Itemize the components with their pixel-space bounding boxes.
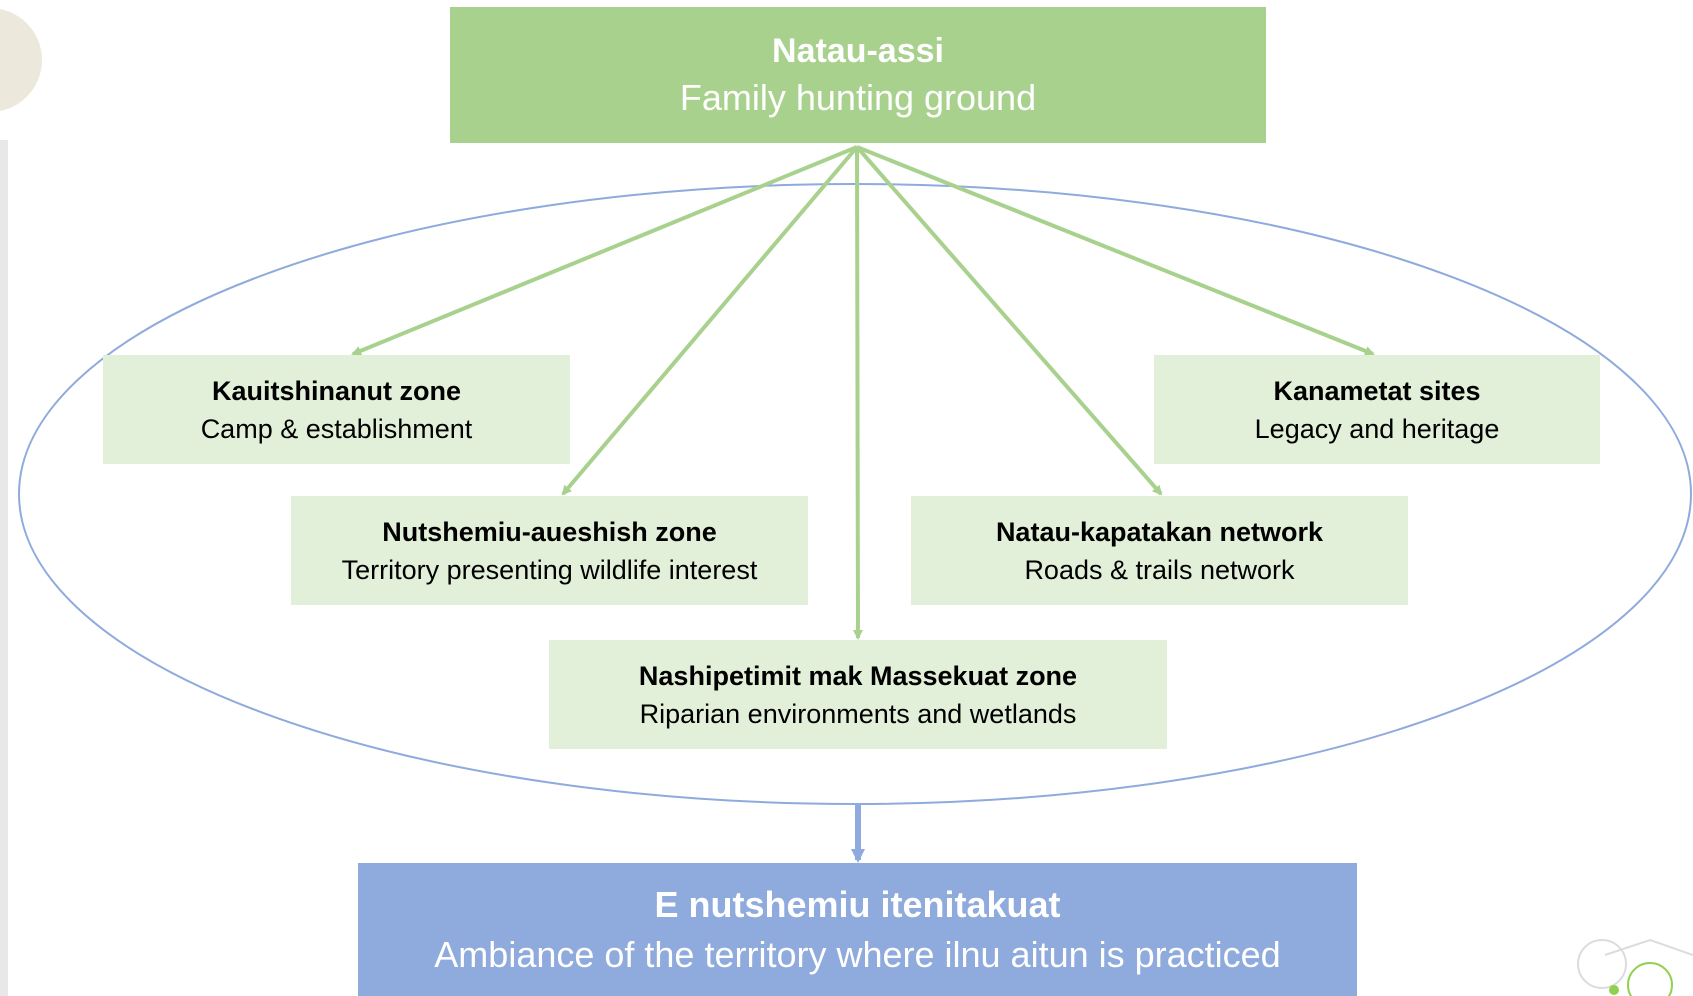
decorative-left-bar xyxy=(0,140,8,996)
zone-subtitle: Legacy and heritage xyxy=(1254,413,1500,444)
kauitshinanut-zone-box: Kauitshinanut zone Camp & establishment xyxy=(103,355,570,464)
zone-title: Nutshemiu-aueshish zone xyxy=(382,516,717,547)
bottom-subtitle: Ambiance of the territory where ilnu ait… xyxy=(434,933,1281,975)
zone-title: Kanametat sites xyxy=(1273,375,1481,406)
arrow-to-natau-kapatakan xyxy=(855,145,1163,496)
natau-assi-title: Natau-assi xyxy=(772,32,944,70)
kanametat-sites-box: Kanametat sites Legacy and heritage xyxy=(1154,355,1600,464)
zone-subtitle: Camp & establishment xyxy=(200,413,473,444)
arrow-to-kauitshinanut xyxy=(351,145,858,356)
arrow-to-nutshemiu-aueshish xyxy=(561,145,859,496)
e-nutshemiu-itenitakuat-box: E nutshemiu itenitakuat Ambiance of the … xyxy=(358,863,1357,996)
natau-kapatakan-network-box: Natau-kapatakan network Roads & trails n… xyxy=(911,496,1408,605)
natau-assi-subtitle: Family hunting ground xyxy=(679,77,1037,118)
zone-title: Natau-kapatakan network xyxy=(995,516,1324,547)
zone-subtitle: Roads & trails network xyxy=(1024,554,1295,585)
zone-title: Kauitshinanut zone xyxy=(212,375,461,406)
arrow-to-kanametat xyxy=(856,145,1375,356)
decorative-circle xyxy=(0,8,42,112)
zone-subtitle: Riparian environments and wetlands xyxy=(639,698,1077,729)
natau-assi-box: Natau-assi Family hunting ground xyxy=(450,7,1266,143)
zone-title: Nashipetimit mak Massekuat zone xyxy=(638,660,1078,691)
arrow-to-nashipetimit xyxy=(852,146,863,640)
bottom-title: E nutshemiu itenitakuat xyxy=(654,883,1061,925)
nashipetimit-zone-box: Nashipetimit mak Massekuat zone Riparian… xyxy=(549,640,1167,749)
nutshemiu-aueshish-zone-box: Nutshemiu-aueshish zone Territory presen… xyxy=(291,496,808,605)
zone-subtitle: Territory presenting wildlife interest xyxy=(341,554,758,585)
corner-logo-icon xyxy=(1577,938,1693,996)
